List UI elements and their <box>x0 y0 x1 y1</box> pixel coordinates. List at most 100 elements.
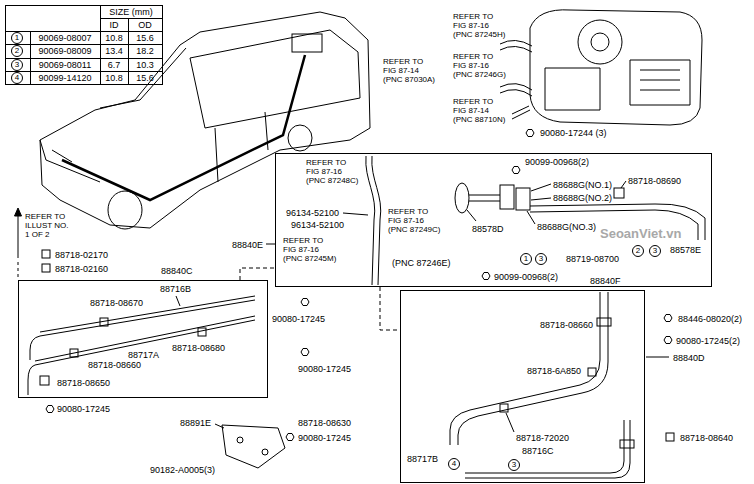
part-number: 90099-00968(2) <box>494 272 558 282</box>
pipe-clamp <box>40 376 49 385</box>
part-number: 88578D <box>472 224 504 234</box>
plate-hole <box>237 437 243 443</box>
pipe-clamp <box>500 404 508 412</box>
table-cell: ID <box>110 20 119 30</box>
callout-circle: 1 <box>520 253 532 265</box>
part-number: 88718-08680 <box>172 343 225 353</box>
callout-circle: 4 <box>448 458 460 470</box>
pipe-protector-plate <box>222 425 285 468</box>
part-number: 96134-52100 <box>291 220 344 230</box>
table-cell: 15.6 <box>136 73 154 83</box>
callout-number: 4 <box>452 460 456 468</box>
part-number: 88718-08670 <box>90 298 143 308</box>
reference-note: REFER TO FIG 87-16 (PNC 87249C) <box>388 207 442 234</box>
callout-circle: 3 <box>649 245 661 257</box>
reference-note: REFER TO FIG 87-14 (PNC 88710N) <box>453 97 507 124</box>
part-number: 88718-08630 <box>298 418 351 428</box>
callout-number: 3 <box>653 247 657 255</box>
table-cell: 90069-08009 <box>38 46 91 56</box>
reference-note: REFER TO FIG 87-16 (PNC 87245H) <box>453 12 507 39</box>
part-number: 90080-17245 <box>272 314 325 324</box>
reference-note: REFER TO FIG 87-16 (PNC 87246G) <box>453 52 507 79</box>
nut <box>664 337 672 344</box>
part-number: 88718-08660 <box>540 320 593 330</box>
callout-circle: 3 <box>535 253 547 265</box>
part-number: 88718-08640 <box>680 433 733 443</box>
part-number: 88446-08020(2) <box>678 314 742 324</box>
nut <box>512 167 520 174</box>
callout-circle: 4 <box>11 72 23 84</box>
heater-pipe <box>450 292 630 478</box>
reference-note: REFER TO ILLUST NO. 1 OF 2 <box>25 212 71 239</box>
pipe-clamp <box>614 188 624 198</box>
part-number: 88718-08650 <box>57 378 110 388</box>
nut <box>286 434 294 441</box>
leader-line <box>176 296 224 428</box>
grommet <box>455 183 469 213</box>
nut <box>526 130 534 137</box>
table-cell: 90069-08007 <box>38 33 91 43</box>
part-number: 90080-17245(2) <box>676 336 740 346</box>
table-cell: 13.4 <box>105 46 123 56</box>
vehicle-wheel <box>288 125 312 151</box>
table-cell: OD <box>138 20 152 30</box>
heater-hose <box>500 40 532 119</box>
callout-number: 1 <box>15 34 19 42</box>
callout-circle: 2 <box>632 245 644 257</box>
part-number: 88716C <box>522 446 554 456</box>
vehicle-wheel <box>108 191 142 229</box>
callout-number: 3 <box>539 255 543 263</box>
part-number: 90080-17245 <box>57 404 110 414</box>
part-number: 88688G(NO.3) <box>537 222 596 232</box>
watermark: SeoanViet.vn <box>600 226 681 241</box>
assembly-group-box: 88840C <box>18 280 268 398</box>
callout-circle: 3 <box>508 459 520 471</box>
pipe-clamp <box>42 264 50 272</box>
part-number: 90080-17245 <box>298 364 351 374</box>
pipe-bracket <box>516 188 530 210</box>
nut <box>301 299 309 306</box>
part-number: 88718-08690 <box>628 176 681 186</box>
pipe-clamp <box>588 368 596 376</box>
part-number: 88718-02160 <box>55 264 108 274</box>
pipe-clamp <box>620 440 634 448</box>
reference-note: REFER TO FIG 87-16 (PNC 87245M) <box>283 236 337 263</box>
heater-pipe <box>28 296 255 395</box>
rear-heater-unit <box>530 10 702 125</box>
plate-hole <box>262 449 268 455</box>
callout-number: 2 <box>15 47 19 55</box>
part-number: 88718-72020 <box>516 433 569 443</box>
part-number: 88718-08660 <box>88 360 141 370</box>
table-cell: 90069-08011 <box>39 60 91 70</box>
part-number: 90080-17244 (3) <box>540 128 607 138</box>
assembly-number: 88840C <box>161 266 193 276</box>
part-number: (PNC 87246E) <box>392 258 451 268</box>
nut <box>46 406 54 413</box>
part-number: 90080-17245 <box>298 433 351 443</box>
part-number: 88840F <box>590 276 621 286</box>
unit-details <box>545 60 690 110</box>
pipe-clamp <box>42 250 50 258</box>
blower-housing <box>578 20 622 64</box>
table-cell: 10.8 <box>105 73 123 83</box>
part-number: 88718-02170 <box>55 250 108 260</box>
vehicle-body-outline <box>40 12 370 228</box>
part-number: 88718-6A850 <box>527 366 581 376</box>
callout-number: 2 <box>636 247 640 255</box>
table-cell: 18.2 <box>136 46 154 56</box>
nut <box>482 273 490 280</box>
part-number: 88716B <box>160 284 191 294</box>
table-cell: 10.8 <box>105 33 123 43</box>
reference-arrow <box>18 214 19 258</box>
table-cell: SIZE (mm) <box>109 7 153 17</box>
reference-note: REFER TO FIG 87-14 (PNC 87030A) <box>383 57 437 84</box>
part-number: 96134-52100 <box>286 208 339 218</box>
pipe-clamp <box>100 318 108 326</box>
part-number: 88688G(NO.1) <box>553 180 612 190</box>
connector-line <box>380 287 400 330</box>
part-number: 88891E <box>180 418 211 428</box>
pipe-clamp <box>597 318 611 326</box>
